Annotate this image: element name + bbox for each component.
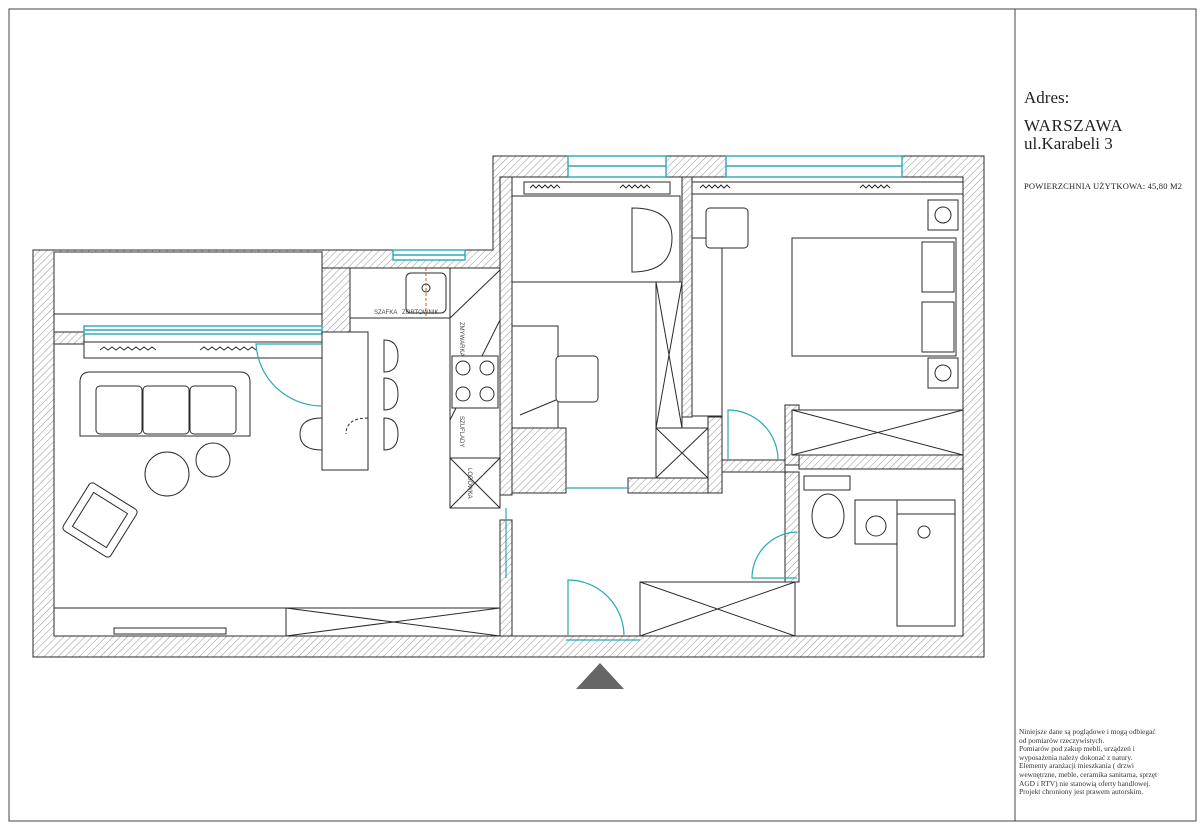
- city: WARSZAWA: [1024, 116, 1123, 135]
- desk: [511, 325, 559, 429]
- label-drawers: SZUFLADY: [458, 416, 464, 447]
- toilet-cistern: [803, 475, 851, 491]
- disclaimer-line: Elementy aranżacji mieszkania ( drzwi: [1019, 761, 1134, 771]
- bedroom-desk: [691, 237, 723, 417]
- disclaimer-line: od pomiarów rzeczywistych.: [1019, 735, 1105, 745]
- address-label: Adres:: [1024, 88, 1070, 107]
- windows: [83, 155, 903, 335]
- disclaimer-line: wyposażenia należy dokonać z natury.: [1019, 752, 1133, 762]
- disclaimer-line: wewnętrzne, meble, ceramika sanitarna, s…: [1019, 769, 1158, 779]
- washbasin: [854, 499, 898, 545]
- disclaimer-line: Projekt chroniony jest prawem autorskim.: [1019, 787, 1144, 797]
- pouf-2: [195, 442, 231, 478]
- usable-area: POWIERZCHNIA UŻYTKOWA: 45,80 M2: [1024, 181, 1183, 191]
- entrance-arrow-icon: [576, 663, 624, 689]
- disclaimer-line: Niniejsze dane są poglądowe i mogą odbie…: [1019, 727, 1156, 736]
- sheet-border: [8, 8, 1197, 822]
- toilet: [811, 493, 845, 539]
- kitchen-labels: SZAFKA ZORTOWNIK ZMYWARKA SZUFLADY LODÓW…: [374, 310, 473, 499]
- disclaimer-line: AGD i RTV) nie stanowią oferty handlowej…: [1019, 778, 1151, 788]
- disclaimer-line: Pomiarów pod zakup mebli, urządzeń i: [1019, 744, 1135, 754]
- label-cabinet-2: ZORTOWNIK: [402, 310, 438, 316]
- wardrobe-top: [53, 251, 323, 315]
- bar-top: [321, 331, 369, 471]
- office-room: [511, 195, 709, 479]
- armchair: [62, 482, 138, 558]
- kitchen: [255, 267, 501, 509]
- disclaimer: Niniejsze dane są poglądowe i mogą odbie…: [1019, 727, 1195, 797]
- street: ul.Karabeli 3: [1024, 134, 1113, 153]
- pouf-1: [144, 451, 190, 497]
- doors: [505, 409, 798, 641]
- label-fridge: LODÓWKA: [466, 468, 473, 499]
- hall-bathroom: [639, 475, 956, 637]
- living-room: [53, 251, 501, 637]
- label-dishwasher: ZMYWARKA: [458, 322, 464, 356]
- bedroom: [691, 199, 964, 456]
- shower: [896, 499, 956, 627]
- label-cabinet: SZAFKA: [374, 310, 397, 316]
